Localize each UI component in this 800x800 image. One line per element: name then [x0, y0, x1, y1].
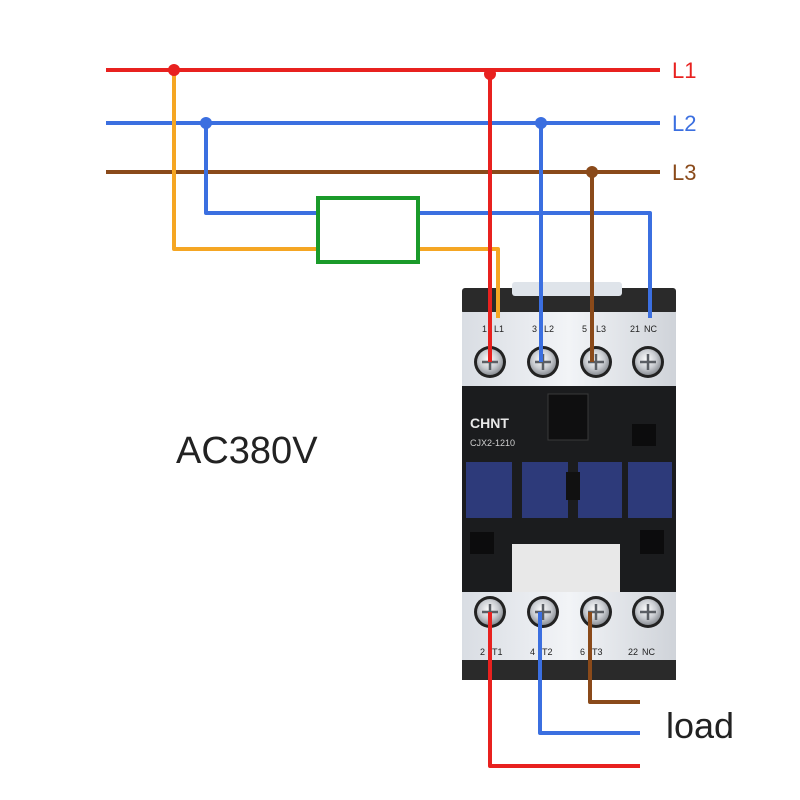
bottom-terminal-1-number: 2 — [480, 647, 485, 657]
contactor: CHNT CJX2-1210 1 L1 3 L2 5 L3 21 NC 2 T1… — [462, 282, 676, 680]
wires — [106, 68, 660, 768]
bottom-terminal-1-label: T1 — [492, 647, 503, 657]
junction-dot — [200, 117, 212, 129]
junction-dot — [168, 64, 180, 76]
bottom-terminal-2-number: 4 — [530, 647, 535, 657]
bottom-terminal-3-number: 6 — [580, 647, 585, 657]
left-notch — [470, 532, 494, 554]
bottom-terminal-4-label: NC — [642, 647, 655, 657]
top-terminal-1-label: L1 — [494, 324, 504, 334]
coil-box — [316, 196, 420, 264]
voltage-label: AC380V — [176, 430, 318, 472]
model-text: CJX2-1210 — [470, 438, 515, 448]
load-wire-t1 — [488, 612, 640, 768]
brand-text: CHNT — [470, 415, 509, 431]
contactor-top-window — [512, 282, 622, 296]
bottom-terminal-2-label: T2 — [542, 647, 553, 657]
phase-label-l1: L1 — [672, 58, 696, 83]
coil-l2-wire-left — [204, 123, 318, 215]
right-lower-notch — [640, 530, 664, 554]
top-terminal-4-number: 21 — [630, 324, 640, 334]
right-notch — [632, 424, 656, 446]
bottom-terminal-4-number: 22 — [628, 647, 638, 657]
top-terminal-1-number: 1 — [482, 324, 487, 334]
pole-indicator-2 — [522, 462, 568, 518]
contactor-bottom-edge — [462, 660, 676, 680]
top-terminal-2-label: L2 — [544, 324, 554, 334]
coil-l2-wire-right — [418, 211, 652, 318]
phase-label-l3: L3 — [672, 160, 696, 185]
top-terminal-4-label: NC — [644, 324, 657, 334]
coil-window — [547, 393, 589, 441]
load-wire-t2 — [538, 612, 640, 735]
phase-label-l2: L2 — [672, 111, 696, 136]
top-terminal-3-number: 5 — [582, 324, 587, 334]
coil-wire-left — [172, 70, 318, 251]
bottom-screws — [474, 596, 664, 628]
load-wire-t3 — [588, 612, 640, 704]
junction-dot — [535, 117, 547, 129]
junction-dot — [484, 68, 496, 80]
pole-indicator-3 — [578, 462, 622, 518]
pole-indicator-4 — [628, 462, 672, 518]
bottom-terminal-3-label: T3 — [592, 647, 603, 657]
pole-gap — [566, 472, 580, 500]
top-terminal-3-label: L3 — [596, 324, 606, 334]
pole-indicator-1 — [466, 462, 512, 518]
junction-dots — [168, 64, 598, 178]
label-plate — [512, 544, 620, 592]
top-terminal-2-number: 3 — [532, 324, 537, 334]
junction-dot — [586, 166, 598, 178]
load-label: load — [666, 705, 734, 746]
coil-wire-right — [418, 247, 500, 318]
